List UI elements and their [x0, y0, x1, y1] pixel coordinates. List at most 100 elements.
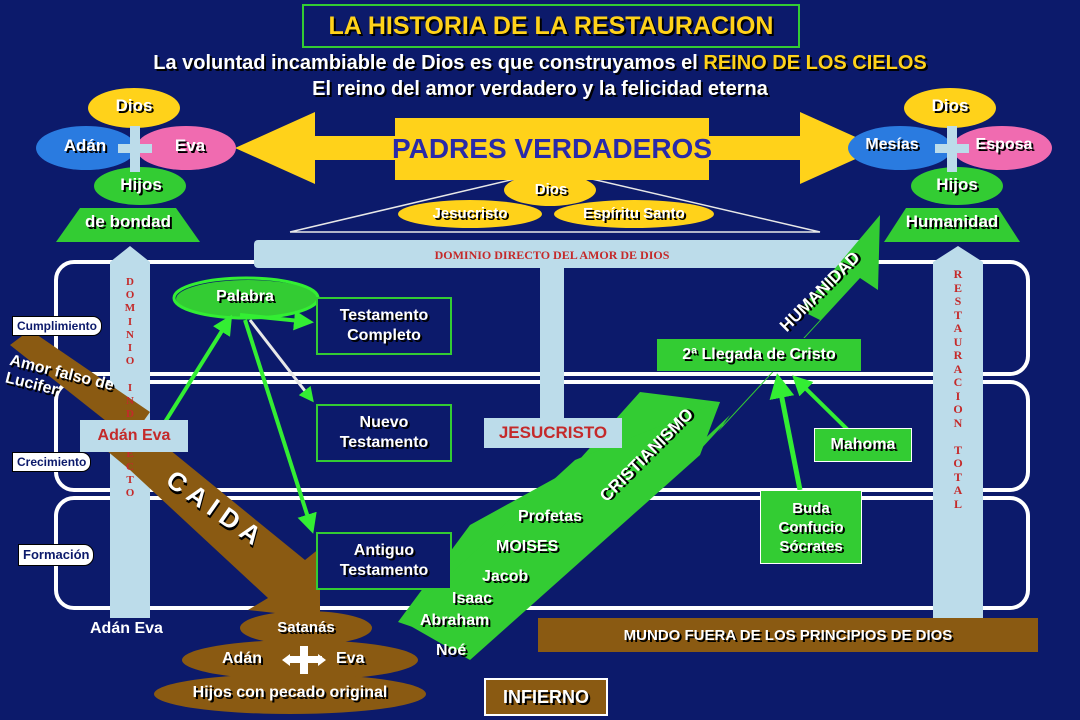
column-letter: E — [126, 447, 134, 460]
column-letter: A — [953, 483, 963, 497]
right-platform-label: Humanidad — [905, 212, 999, 231]
column-letter: I — [127, 342, 133, 355]
arrow-palabra-new — [248, 319, 314, 403]
right-hijos-label: Hijos — [936, 175, 978, 194]
fallen-children-label: Hijos con pecado original — [192, 684, 388, 701]
left-adan-label: Adán — [63, 136, 107, 155]
right-column-arrowhead — [933, 246, 983, 262]
right-dios-label: Dios — [931, 96, 969, 115]
mahoma-box: Mahoma — [814, 428, 912, 462]
right-cross — [935, 126, 969, 172]
column-letter: T — [953, 442, 962, 457]
trinity-spirit-oval — [554, 200, 714, 228]
fallen-children-oval — [154, 674, 426, 714]
right-esposa-oval — [952, 126, 1052, 170]
column-letter: C — [953, 375, 963, 389]
column-letter: N — [953, 415, 963, 430]
testament-new-box: Nuevo Testamento — [316, 404, 452, 462]
fallen-cross — [288, 646, 322, 674]
stage-tag-completion: Cumplimiento — [12, 316, 102, 336]
world-outside-box: MUNDO FUERA DE LOS PRINCIPIOS DE DIOS — [538, 618, 1038, 652]
column-letter: T — [953, 307, 962, 322]
arrow-mahoma-second — [792, 375, 850, 432]
column-letter: N — [126, 328, 134, 341]
column-letter — [957, 430, 960, 444]
satan-oval — [240, 611, 372, 645]
page-title: LA HISTORIA DE LA RESTAURACION — [302, 4, 800, 48]
column-letter: U — [953, 334, 963, 349]
subtitle-prefix: La voluntad incambiable de Dios es que c… — [153, 52, 704, 74]
column-letter: C — [126, 460, 134, 473]
column-letter: R — [953, 348, 963, 362]
fallen-adan-label: Adán — [222, 650, 262, 667]
history-arrow-body — [400, 402, 720, 660]
column-letter: T — [126, 474, 134, 487]
column-letter: O — [125, 487, 135, 500]
column-letter: O — [125, 289, 135, 302]
trinity-spirit-label: Espíritu Santo — [583, 205, 685, 222]
right-mesias-oval — [848, 126, 952, 170]
column-letter: I — [955, 388, 961, 403]
dominion-bar-shape — [254, 240, 874, 268]
column-letter — [129, 368, 132, 381]
column-letter: L — [953, 496, 962, 511]
dominion-bar-label: DOMINIO DIRECTO DEL AMOR DE DIOS — [434, 247, 670, 262]
trinity-lines — [289, 169, 821, 233]
adan-eva-box: Adán Eva — [80, 420, 188, 452]
column-letter: O — [953, 456, 963, 470]
eastern-sages-box: Buda Confucio Sócrates — [760, 490, 862, 564]
left-dios-oval — [88, 88, 180, 128]
trinity-dios-oval — [504, 174, 596, 206]
center-column — [540, 262, 564, 422]
testament-old-box: Antiguo Testamento — [316, 532, 452, 590]
false-love-band — [10, 330, 150, 440]
left-eva-label: Eva — [174, 136, 206, 155]
column-letter: D — [126, 408, 134, 421]
column-letter: O — [125, 355, 135, 368]
trinity-jesus-oval — [398, 200, 542, 228]
right-dios-oval — [904, 88, 996, 128]
jesucristo-box: JESUCRISTO — [484, 418, 622, 448]
true-parents-box: PADRES VERDADEROS — [392, 118, 712, 180]
left-column-arrowhead — [110, 246, 150, 262]
left-eva-oval — [136, 126, 236, 170]
subtitle-line-1: La voluntad incambiable de Dios es que c… — [0, 52, 1080, 75]
arrow-buda-second — [769, 373, 803, 491]
column-letter: T — [953, 469, 962, 484]
word-label: Palabra — [216, 288, 274, 305]
second-coming-box: 2ª Llegada de Cristo — [656, 338, 862, 372]
right-hijos-oval — [911, 167, 1003, 205]
trinity-jesus-label: Jesucristo — [432, 205, 508, 222]
stage-tag-formation: Formación — [18, 544, 95, 566]
right-mesias-label: Mesías — [865, 136, 919, 153]
subtitle-highlight: REINO DE LOS CIELOS — [703, 52, 927, 74]
stage-tag-growth: Crecimiento — [12, 452, 92, 472]
left-hijos-label: Hijos — [120, 175, 162, 194]
left-adan-oval — [36, 126, 136, 170]
column-letter: D — [126, 276, 134, 288]
column-letter: I — [127, 381, 133, 394]
column-letter: E — [953, 280, 962, 295]
arrow-palabra-complete — [239, 310, 314, 331]
column-letter: R — [953, 267, 963, 281]
lineage-jacob: Jacob — [482, 568, 529, 585]
satan-label: Satanás — [277, 619, 335, 636]
fall-arrow — [100, 410, 320, 618]
arrow-palabra-old — [243, 319, 317, 534]
column-letter: A — [953, 321, 963, 335]
testament-complete-box: Testamento Completo — [316, 297, 452, 355]
arrow-adaneva-palabra — [158, 314, 233, 432]
left-hijos-oval — [94, 167, 186, 205]
lineage-moses: MOISES — [496, 538, 559, 555]
lineage-abraham: Abraham — [420, 612, 490, 629]
column-letter: O — [953, 402, 963, 416]
left-platform — [56, 208, 200, 242]
subtitle-line-2: El reino del amor verdadero y la felicid… — [312, 78, 768, 100]
lineage-prophets: Profetas — [518, 508, 583, 525]
right-platform — [884, 208, 1020, 242]
fallen-eva-label: Eva — [336, 650, 365, 667]
lineage-noah: Noé — [436, 642, 467, 659]
left-dios-label: Dios — [115, 96, 153, 115]
